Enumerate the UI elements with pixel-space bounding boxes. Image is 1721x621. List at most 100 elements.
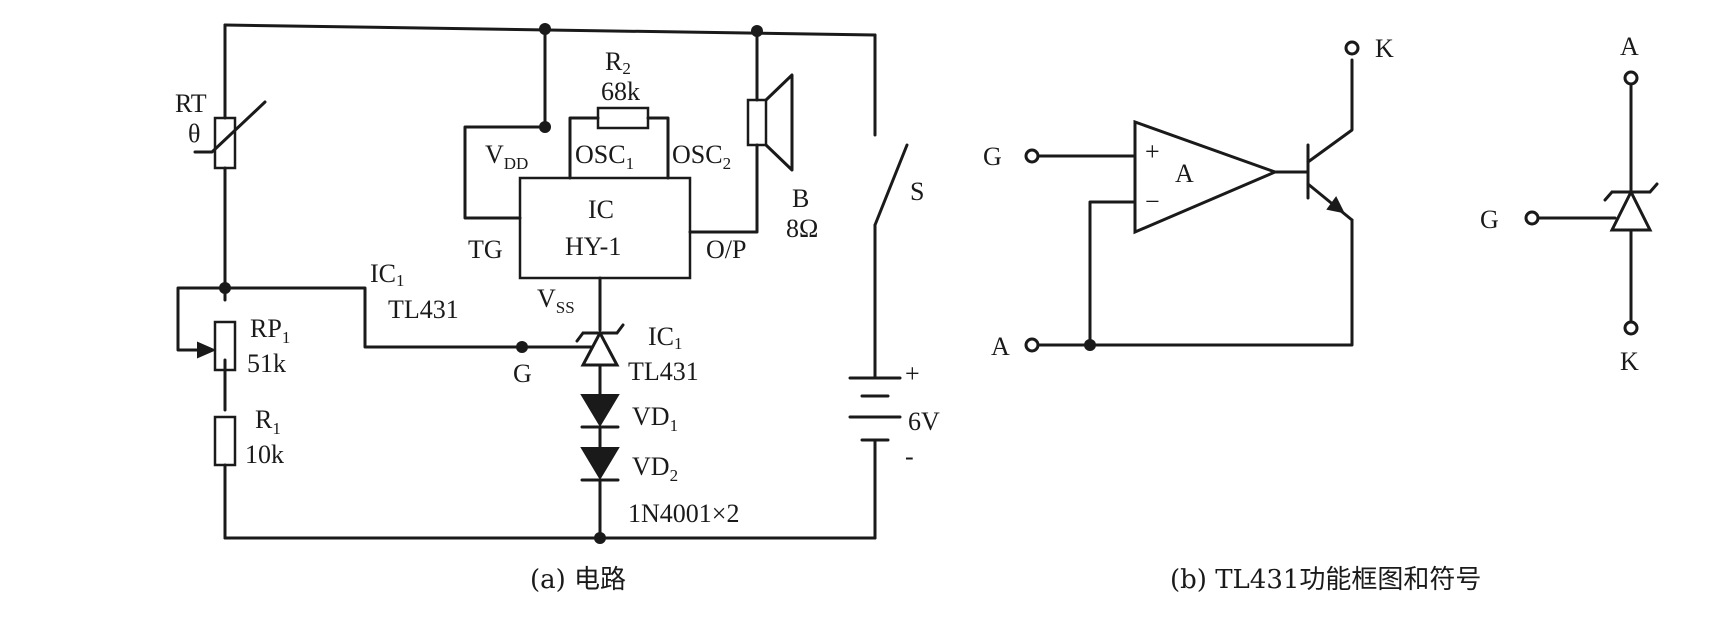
vd2-main: VD: [632, 452, 670, 481]
speaker-cone: [764, 73, 794, 172]
vd2-triangle: [580, 447, 620, 480]
opamp-plus: +: [1145, 137, 1160, 166]
ic-hy1-box: [518, 176, 692, 280]
vd2-label-group: VD2: [632, 452, 678, 485]
ic1-right-label-group: IC1: [648, 322, 683, 353]
vdd-label-group: VDD: [485, 140, 528, 173]
terminal-g: [1024, 148, 1040, 164]
vd1-sub: 1: [670, 416, 679, 435]
b-g-label: G: [983, 142, 1002, 171]
sym-triangle: [1609, 188, 1653, 232]
osc2-sub: 2: [723, 154, 732, 173]
r1-body: [213, 415, 237, 467]
vdd-main: V: [485, 140, 504, 169]
wire-speaker: [688, 29, 759, 234]
r2-value: 68k: [601, 77, 640, 106]
r1-label-group: R1: [255, 405, 281, 438]
r2-label-group: R2: [605, 47, 631, 78]
circuit-a: RT θ RP1 51k R1 10k IC HY-1 VDD TG: [175, 23, 940, 595]
vd1-bar: [580, 383, 620, 449]
battery-6v: [848, 376, 902, 442]
rp1-wiper-arrow: [197, 341, 217, 359]
junction-g: [516, 341, 528, 353]
speaker-body: [746, 98, 768, 147]
rt-label: RT: [175, 89, 207, 118]
r1-label: R: [255, 405, 273, 434]
rp1-body: [213, 320, 237, 372]
wire-osc-loop: [568, 116, 670, 180]
vd2-sub: 2: [670, 466, 679, 485]
osc1-label-group: OSC1: [575, 140, 634, 173]
ic1-right-sub: 1: [674, 334, 683, 353]
switch-s-blade: [873, 143, 909, 227]
speaker-label: B: [792, 184, 809, 213]
rt-theta: θ: [188, 119, 200, 148]
transistor-emitter: [1306, 182, 1354, 222]
terminal-k: [1344, 40, 1360, 56]
ic1-left-main: IC: [370, 259, 396, 288]
tl431-symbol-b: A K G: [1480, 32, 1659, 376]
rp1-wiper-loop: [176, 286, 227, 352]
r2-sub: 2: [622, 59, 631, 78]
sym-terminal-a: [1623, 70, 1639, 86]
ic1-left-label-group: IC1: [370, 259, 405, 290]
ic-label: IC: [588, 195, 614, 224]
junction-bottom: [594, 532, 606, 544]
tl431-symbol-a: [575, 323, 625, 387]
b-a-label: A: [991, 332, 1010, 361]
caption-a: (a) 电路: [530, 565, 626, 595]
ic1-right-part: TL431: [628, 357, 699, 386]
osc2-label-group: OSC2: [672, 140, 731, 173]
vd1-main: VD: [632, 402, 670, 431]
osc1-sub: 1: [626, 154, 635, 173]
osc2-main: OSC: [672, 140, 723, 169]
battery-plus: +: [905, 359, 920, 388]
ic1-right-main: IC: [648, 322, 674, 351]
sym-terminal-k: [1623, 320, 1639, 336]
ic1-left-part: TL431: [388, 295, 459, 324]
transistor-emitter-arrow: [1326, 196, 1345, 214]
rp1-value: 51k: [247, 349, 286, 378]
opamp-label: A: [1175, 159, 1194, 188]
vss-sub: SS: [556, 298, 575, 317]
battery-value: 6V: [908, 407, 940, 436]
wire-a-bottom: [1036, 218, 1354, 347]
r1-sub: 1: [272, 419, 281, 438]
diode-vd2: [580, 447, 620, 540]
transistor-collector: [1306, 58, 1354, 164]
r1-value: 10k: [245, 440, 284, 469]
sym-terminal-g: [1524, 210, 1540, 226]
rp1-label: RP: [250, 314, 282, 343]
diode-part: 1N4001×2: [628, 499, 739, 528]
speaker-value: 8Ω: [786, 214, 818, 243]
ic1-left-sub: 1: [396, 271, 405, 290]
vdd-sub: DD: [504, 154, 529, 173]
tl431-a-bar: [575, 323, 625, 343]
opamp-minus: −: [1145, 187, 1160, 216]
thermistor-rt-slash: [193, 100, 267, 154]
wire-rp1-to-g: [223, 286, 602, 349]
vss-main: V: [537, 284, 556, 313]
vss-label-group: VSS: [537, 284, 575, 317]
sym-bar: [1603, 182, 1659, 202]
vd1-label-group: VD1: [632, 402, 678, 435]
tl431-a-triangle: [580, 329, 620, 367]
r2-body: [596, 106, 650, 130]
vd2-bar: [580, 478, 620, 540]
r2-label: R: [605, 47, 623, 76]
battery-minus: -: [905, 442, 914, 471]
diode-vd1: [580, 383, 620, 449]
terminal-a: [1024, 337, 1040, 353]
sym-g-label: G: [1480, 205, 1499, 234]
osc1-main: OSC: [575, 140, 626, 169]
opamp-triangle: [1133, 119, 1280, 235]
wire-minus-feedback: [1088, 200, 1137, 347]
b-k-label: K: [1375, 34, 1394, 63]
vd1-triangle: [580, 394, 620, 427]
tg-label: TG: [468, 235, 503, 264]
op-label: O/P: [706, 235, 746, 264]
rp1-sub: 1: [282, 328, 291, 347]
rp1-label-group: RP1: [250, 314, 290, 347]
